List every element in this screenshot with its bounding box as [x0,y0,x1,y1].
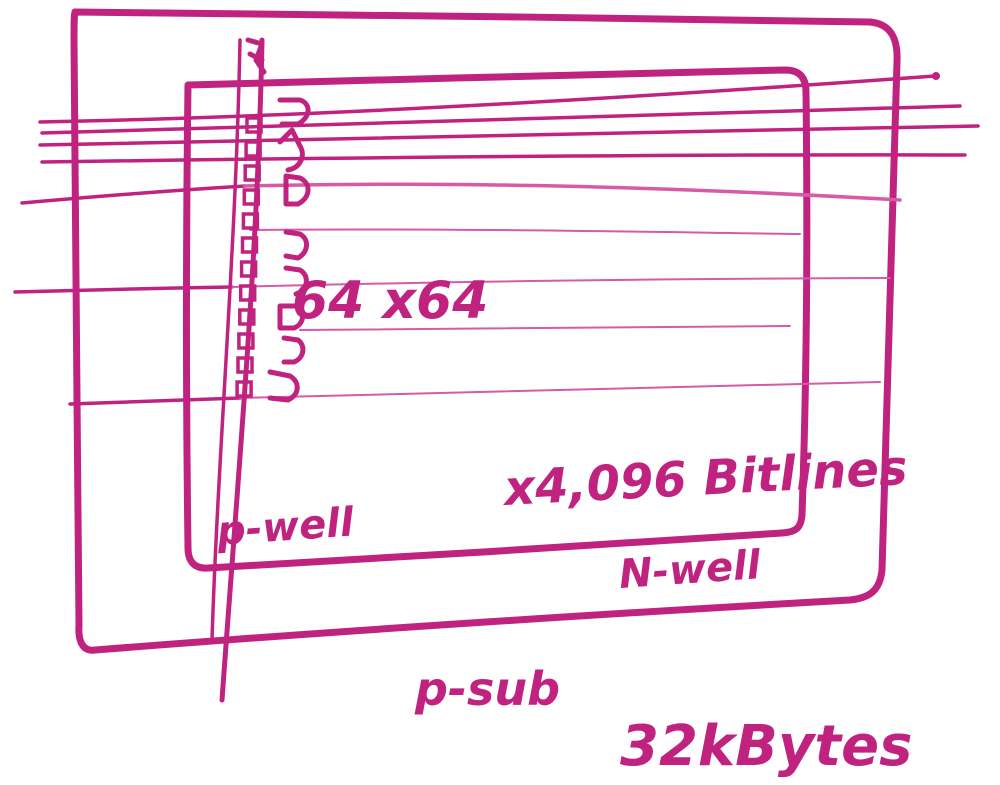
transistor-d [283,173,311,207]
word-line [68,396,242,406]
faint-line [249,228,801,235]
memory-cell [242,188,261,206]
word-lines-label: 64 x64 [292,271,488,331]
transistor-d [277,97,311,127]
transistor-d [283,229,309,261]
p-substrate-outline [70,8,901,654]
word-line [231,277,891,288]
faint-line [299,325,791,331]
p-well-label: p-well [214,499,356,555]
memory-cell [241,212,260,230]
memory-cell [245,116,263,134]
spine-head [245,37,267,75]
word-line [20,184,247,205]
transistor-d [277,127,305,173]
capacity-label: 32kBytes [620,714,912,779]
bitlines-label: x4,096 Bitlines [501,440,909,517]
transistor-d [277,303,305,331]
p-sub-label: p-sub [414,662,560,716]
memory-cell [239,260,258,278]
memory-cell [237,332,255,350]
word-line [243,182,902,202]
memory-cell-column [235,116,263,398]
word-line [40,104,962,135]
memory-cell [236,356,254,374]
n-well-label: N-well [617,542,763,598]
memory-cell [244,140,262,158]
word-line [40,153,967,164]
memory-cell [243,164,261,182]
transistor-d [267,369,300,403]
word-line [38,124,980,147]
word-line [38,74,937,124]
transistor-d [281,335,306,365]
word-line [239,381,881,399]
memory-cell [240,236,259,254]
word-line-terminal [932,72,940,80]
transistor-marks [267,97,311,403]
bitline-spine-left [210,38,242,642]
memory-cell [238,308,256,326]
word-lines [13,72,980,406]
faint-word-lines [249,228,801,331]
n-well-outline [183,66,811,572]
memory-cell [235,380,253,398]
transistor-d [283,265,309,297]
memory-cell [238,284,257,302]
word-line [13,285,234,294]
